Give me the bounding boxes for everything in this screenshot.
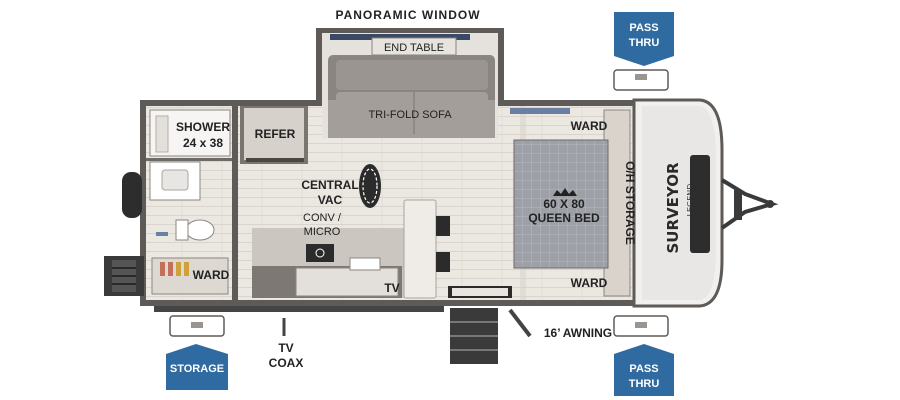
toilet	[175, 219, 215, 241]
awning-rail-left	[154, 306, 444, 312]
refer-label: REFER	[255, 127, 296, 141]
bed-label-1: 60 X 80	[543, 197, 585, 211]
island-counter	[403, 199, 437, 299]
front-cap	[632, 98, 724, 308]
storage-tab-label: STORAGE	[170, 363, 224, 375]
sofa-label-overlay: TRI-FOLD SOFA	[368, 109, 452, 121]
panoramic-window-label: PANORAMIC WINDOW	[335, 8, 480, 22]
wheel-icon	[122, 172, 142, 218]
bath-wall	[232, 106, 238, 300]
steps-icon	[450, 308, 498, 364]
queen-bed	[513, 139, 609, 269]
microwave-icon	[306, 244, 334, 262]
bed-label-2: QUEEN BED	[528, 211, 600, 225]
shower	[149, 109, 231, 157]
hitch-icon	[720, 178, 779, 230]
window	[330, 34, 470, 40]
ward-bath-label: WARD	[193, 268, 230, 282]
tv-coax-label-2: COAX	[269, 356, 304, 370]
stool-2	[436, 252, 450, 272]
stool-1	[436, 216, 450, 236]
front-window	[690, 155, 710, 253]
end-table-label: END TABLE	[384, 42, 444, 54]
awning-label: 16’ AWNING	[544, 326, 612, 340]
shower-label-1: SHOWER	[176, 120, 230, 134]
shower-label-2: 24 x 38	[183, 136, 223, 150]
storage-tab: STORAGE	[166, 344, 228, 390]
ward-bottom-label: WARD	[571, 276, 608, 290]
conv-micro-label-1: CONV /	[303, 212, 342, 224]
refrigerator	[240, 106, 308, 164]
crown-icon	[553, 188, 577, 196]
ward-top-label: WARD	[571, 119, 608, 133]
oh-storage-label: O/H STORAGE	[623, 161, 637, 245]
kitchen-counter	[252, 228, 404, 298]
pass-thru-top-line1: PASS	[629, 22, 658, 34]
central-vac-label-1: CENTRAL	[301, 178, 358, 192]
pass-thru-bottom-line1: PASS	[629, 363, 658, 375]
tv-coax-label-1: TV	[278, 341, 293, 355]
pass-thru-top-line2: THRU	[629, 37, 660, 49]
tv-label: TV	[384, 281, 399, 295]
footprint-icon	[359, 164, 381, 208]
central-vac-label-2: VAC	[318, 193, 343, 207]
bedroom-window	[510, 108, 570, 114]
pass-thru-top-tab: PASS THRU	[614, 12, 674, 66]
rear-steps-icon	[104, 256, 144, 296]
brand-name: SURVEYOR	[664, 162, 682, 253]
pass-thru-bottom-tab: PASS THRU	[614, 344, 674, 396]
pass-thru-bottom-line2: THRU	[629, 378, 660, 390]
conv-micro-label-2: MICRO	[304, 226, 341, 238]
